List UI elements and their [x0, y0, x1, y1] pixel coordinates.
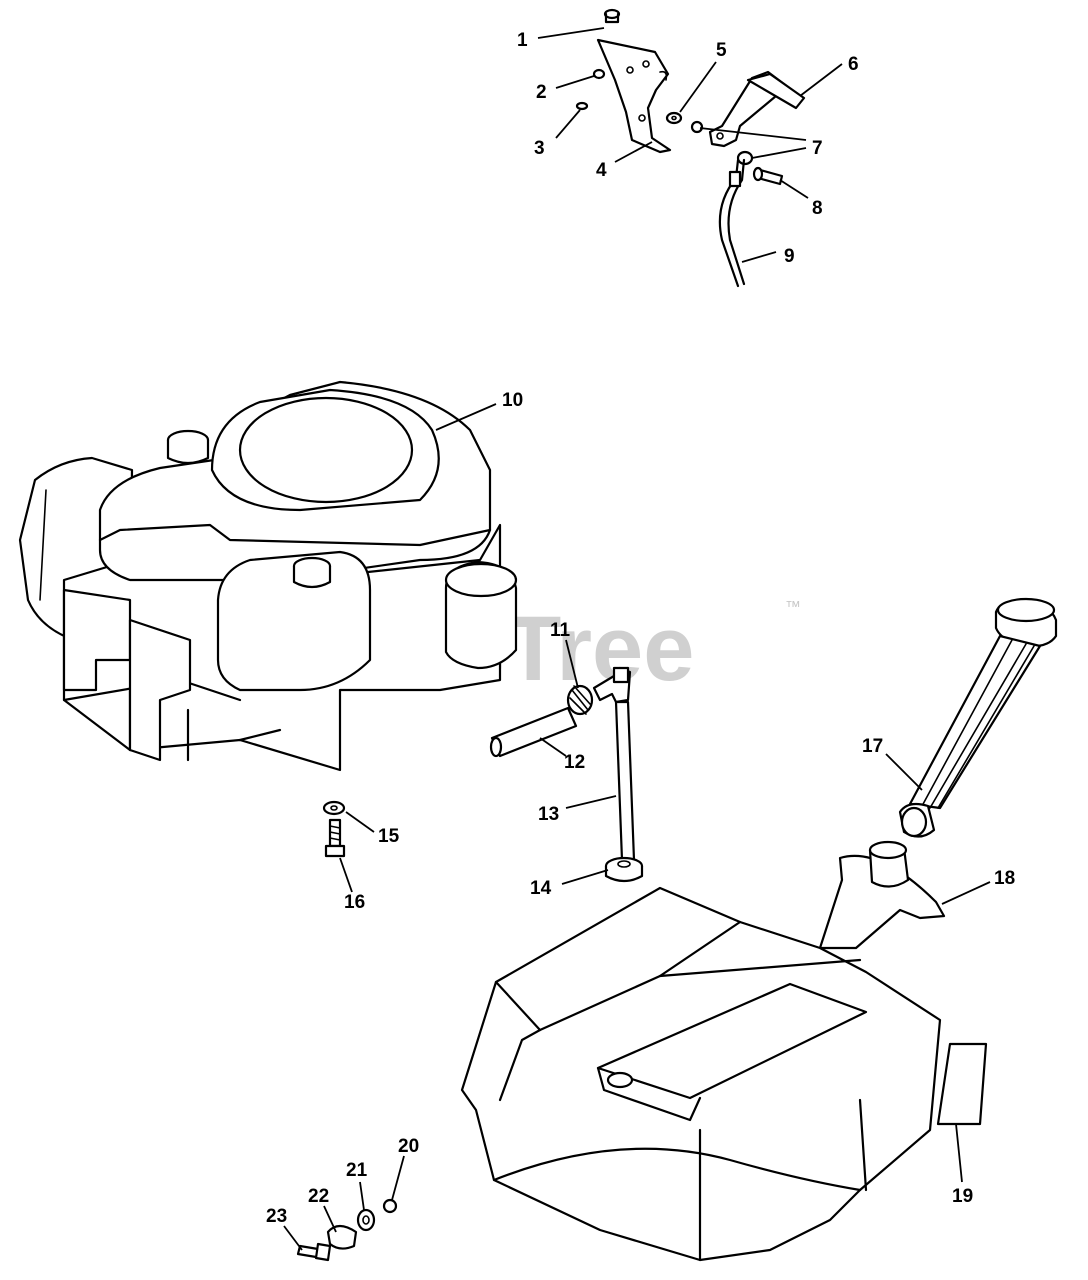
part-22-clip[interactable]	[326, 1224, 358, 1250]
part-21-washer[interactable]	[356, 1208, 376, 1232]
callout-6: 6	[848, 54, 859, 75]
callout-13: 13	[538, 804, 559, 825]
callout-18: 18	[994, 868, 1015, 889]
callout-10: 10	[502, 390, 523, 411]
part-4-bracket[interactable]	[596, 38, 672, 154]
part-13-fuel-line[interactable]	[614, 700, 636, 862]
watermark-trademark: ™	[785, 599, 801, 616]
part-8-bolt[interactable]	[752, 166, 784, 186]
part-15-washer[interactable]	[322, 800, 346, 816]
part-14-grommet[interactable]	[604, 856, 644, 883]
callout-2: 2	[536, 82, 547, 103]
callout-20: 20	[398, 1136, 419, 1157]
callout-22: 22	[308, 1186, 329, 1207]
throttle-control-assembly	[575, 8, 806, 288]
callout-4: 4	[596, 160, 607, 181]
part-20-nut[interactable]	[382, 1198, 398, 1214]
callout-15: 15	[378, 826, 400, 847]
callout-17: 17	[862, 736, 883, 757]
part-23-bolt[interactable]	[296, 1242, 332, 1262]
part-17-fuel-cap-gauge[interactable]	[898, 597, 1058, 838]
leader-lines	[283, 27, 991, 1251]
part-5-washer[interactable]	[665, 111, 683, 125]
part-12-hose[interactable]	[489, 706, 578, 758]
callout-21: 21	[346, 1160, 368, 1181]
part-11-clamp[interactable]	[566, 684, 594, 716]
callout-23: 23	[266, 1206, 287, 1227]
part-18-fuel-tank[interactable]	[460, 840, 946, 1262]
part-10-engine[interactable]	[18, 380, 518, 772]
callout-19: 19	[952, 1186, 973, 1207]
part-9-cable[interactable]	[718, 158, 746, 288]
part-2-nut[interactable]	[592, 68, 606, 80]
callout-1: 1	[517, 30, 528, 51]
callout-9: 9	[784, 246, 795, 267]
callout-8: 8	[812, 198, 823, 219]
callout-5: 5	[716, 40, 727, 61]
callout-11: 11	[550, 620, 571, 641]
callout-14: 14	[530, 878, 552, 899]
part-1-screw[interactable]	[603, 8, 621, 24]
part-fuel-elbow[interactable]	[592, 666, 632, 704]
callout-3: 3	[534, 138, 545, 159]
callout-12: 12	[564, 752, 585, 773]
part-6-lever[interactable]	[708, 70, 806, 148]
part-3-washer[interactable]	[575, 101, 589, 111]
callout-7: 7	[812, 138, 823, 159]
part-19-decal[interactable]	[936, 1042, 988, 1126]
part-16-bolt[interactable]	[324, 818, 346, 858]
callout-labels: 1 2 3 4 5 6 7 8 9 10 11 12 13 14 15 16 1…	[266, 30, 1015, 1227]
callout-16: 16	[344, 892, 365, 913]
